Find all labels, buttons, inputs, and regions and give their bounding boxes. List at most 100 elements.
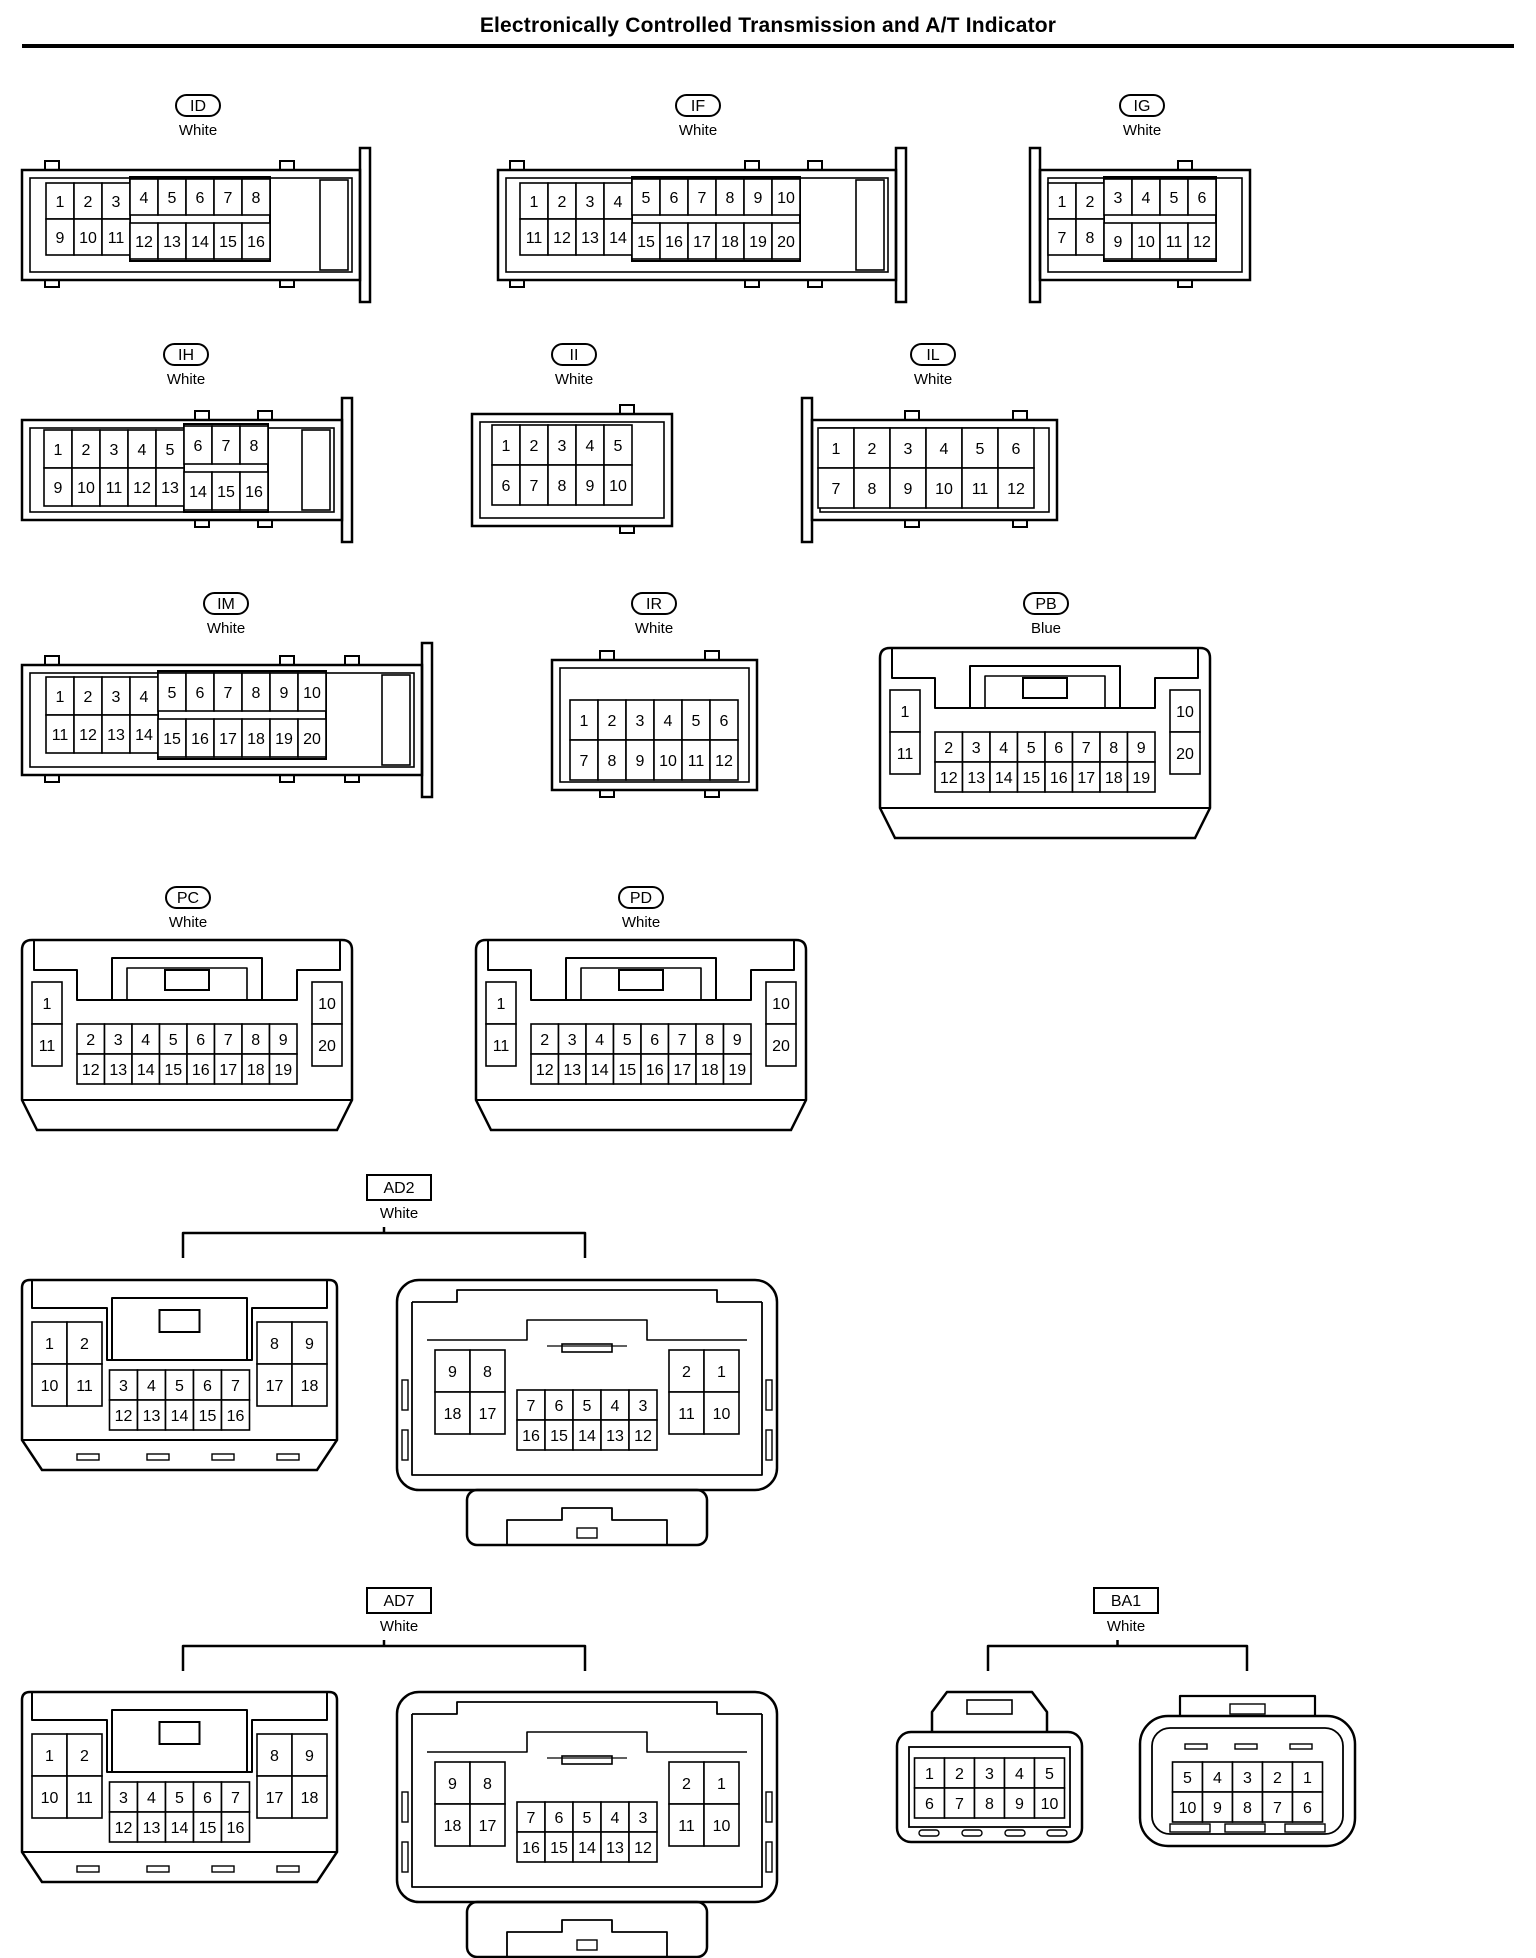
pin-number: 7 — [698, 190, 707, 207]
side-notch — [765, 1791, 773, 1823]
pin-box — [687, 222, 717, 260]
pin-cavity: 12 — [108, 1399, 139, 1431]
pin-number: 13 — [606, 1840, 624, 1857]
housing-rib — [146, 1453, 170, 1461]
pin-cavity: 12 — [997, 467, 1035, 509]
pin-number: 15 — [219, 234, 237, 251]
connector-color: White — [1123, 122, 1161, 139]
pin-number: 5 — [168, 190, 177, 207]
pin-cavity: 14 — [585, 1053, 615, 1085]
pin-number: 16 — [522, 1840, 540, 1857]
pin-number: 9 — [636, 753, 645, 770]
pin-cavity: 7 — [213, 672, 243, 712]
pin-number: 2 — [558, 194, 567, 211]
pin-number: 11 — [678, 1818, 695, 1835]
connector-code-badge — [551, 343, 597, 366]
pin-number: 13 — [143, 1408, 161, 1425]
pin-number: 4 — [141, 1032, 150, 1049]
latch-tab — [744, 279, 760, 288]
pin-cavity: 13 — [600, 1831, 630, 1863]
pin-number: 18 — [721, 234, 739, 251]
pin-number: 4 — [940, 441, 949, 458]
pin-number: 10 — [1137, 234, 1155, 251]
latch-tab — [704, 650, 720, 661]
latch-tab — [344, 655, 360, 666]
pin-box — [1231, 1791, 1264, 1823]
pin-number: 8 — [483, 1364, 492, 1381]
connector-code: AD2 — [383, 1180, 414, 1197]
pin-cavity: 12 — [934, 761, 964, 793]
pin-number: 7 — [955, 1796, 964, 1813]
pin-box — [625, 739, 655, 781]
pin-cavity: 2 — [597, 699, 627, 741]
pin-number: 1 — [45, 1748, 54, 1765]
pin-number: 3 — [639, 1810, 648, 1827]
pin-number: 12 — [553, 230, 571, 247]
pin-cavity: 5 — [155, 429, 185, 469]
housing-outline — [20, 1278, 339, 1472]
pin-box — [653, 739, 683, 781]
pin-number: 7 — [527, 1810, 536, 1827]
latch-tab — [1177, 160, 1193, 171]
pin-cavity: 15 — [612, 1053, 642, 1085]
pin-cavity: 13 — [136, 1811, 167, 1843]
lock-window — [319, 179, 349, 271]
housing-inner — [559, 667, 750, 783]
pin-box — [853, 427, 891, 469]
pin-cavity: 4 — [653, 699, 683, 741]
pin-number: 17 — [1077, 770, 1095, 787]
pair-bracket — [181, 1231, 587, 1258]
pin-cavity: 9 — [291, 1733, 328, 1777]
pin-box — [256, 1775, 293, 1819]
housing-outline — [474, 938, 808, 1132]
connector-code-badge — [675, 94, 721, 117]
pin-number: 17 — [479, 1818, 497, 1835]
pin-number: 1 — [1058, 194, 1067, 211]
housing-inner — [427, 1319, 747, 1341]
pin-cavity: 11 — [681, 739, 711, 781]
pin-box — [129, 178, 159, 216]
pin-cavity: 9 — [43, 467, 73, 507]
latch-tab — [279, 279, 295, 288]
pin-cavity: 10 — [925, 467, 963, 509]
pin-number: 3 — [904, 441, 913, 458]
pin-number: 4 — [614, 194, 623, 211]
inner-shroud — [487, 940, 795, 1001]
pin-number: 11 — [678, 1406, 695, 1423]
pin-number: 2 — [86, 1032, 95, 1049]
housing-outline — [20, 1690, 339, 1884]
housing-inner — [1151, 1727, 1344, 1835]
pin-cavity: 10 — [73, 218, 103, 256]
pin-cavity: 3 — [961, 731, 991, 763]
pin-box — [722, 1053, 752, 1085]
pin-cavity: 11 — [668, 1391, 705, 1435]
pin-cavity: 13 — [101, 714, 131, 754]
pin-box — [31, 1023, 63, 1067]
pin-box — [31, 1733, 68, 1777]
pin-box — [569, 739, 599, 781]
pin-number: 10 — [1041, 1796, 1059, 1813]
pin-number: 4 — [595, 1032, 604, 1049]
pin-cavity: 1 — [817, 427, 855, 469]
pin-cavity: 6 — [192, 1781, 223, 1813]
pin-box — [516, 1801, 546, 1833]
pin-box — [434, 1803, 471, 1847]
pin-number: 20 — [777, 234, 795, 251]
pin-number: 9 — [1015, 1796, 1024, 1813]
pin-number: 2 — [682, 1364, 691, 1381]
pin-box — [101, 218, 131, 256]
pin-cavity: 6 — [1187, 178, 1217, 216]
pin-cavity: 9 — [1201, 1791, 1234, 1823]
pin-cavity: 17 — [667, 1053, 697, 1085]
pin-box — [913, 1757, 946, 1789]
pin-box — [491, 464, 521, 506]
pin-number: 17 — [673, 1062, 691, 1079]
pin-cavity: 1 — [703, 1761, 740, 1805]
pin-number: 7 — [224, 685, 233, 702]
pin-cavity: 2 — [934, 731, 964, 763]
pin-cavity: 1 — [45, 676, 75, 716]
pin-cavity: 11 — [961, 467, 999, 509]
